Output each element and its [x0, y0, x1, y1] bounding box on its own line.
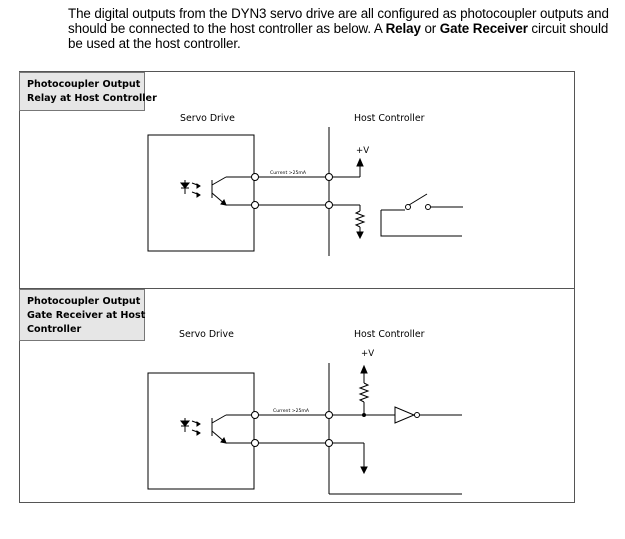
- section1-servo-drive-caption: Servo Drive: [180, 113, 235, 124]
- section1-label-line2: Relay at Host Controller: [27, 93, 157, 104]
- section2-label-line1: Photocoupler Output: [27, 296, 141, 307]
- section1-host-controller-caption: Host Controller: [354, 113, 425, 124]
- section2-plus-v-label: +V: [361, 349, 374, 359]
- section2-label-line2: Gate Receiver at Host: [27, 310, 146, 321]
- section2-servo-drive-caption: Servo Drive: [179, 329, 234, 340]
- section1-plus-v-label: +V: [356, 146, 369, 156]
- intro-relay: Relay: [385, 21, 421, 36]
- intro-or: or: [420, 21, 440, 36]
- section2-label-line3: Controller: [27, 324, 82, 335]
- section2-host-controller-caption: Host Controller: [354, 329, 425, 340]
- intro-text-b: circuit should be used at the host contr…: [68, 21, 609, 51]
- intro-gate-receiver: Gate Receiver: [439, 21, 528, 36]
- section2-circuit: [147, 363, 462, 495]
- section1-servo-drive-box: [147, 134, 255, 252]
- section2-servo-drive-box: [147, 372, 255, 490]
- section-divider: [19, 288, 575, 289]
- intro-text-a: The digital outputs from the DYN3 servo …: [68, 6, 609, 36]
- section1-current-label: Current >25mA: [270, 170, 307, 176]
- section1-circuit: [147, 127, 463, 256]
- section1-label: Photocoupler Output Relay at Host Contro…: [19, 72, 157, 111]
- section1-label-line1: Photocoupler Output: [27, 79, 141, 90]
- section2-current-label: Current >25mA: [273, 408, 310, 414]
- section2-label: Photocoupler Output Gate Receiver at Hos…: [19, 289, 145, 341]
- diagram-frame: [19, 71, 575, 503]
- intro-paragraph: The digital outputs from the DYN3 servo …: [68, 6, 618, 51]
